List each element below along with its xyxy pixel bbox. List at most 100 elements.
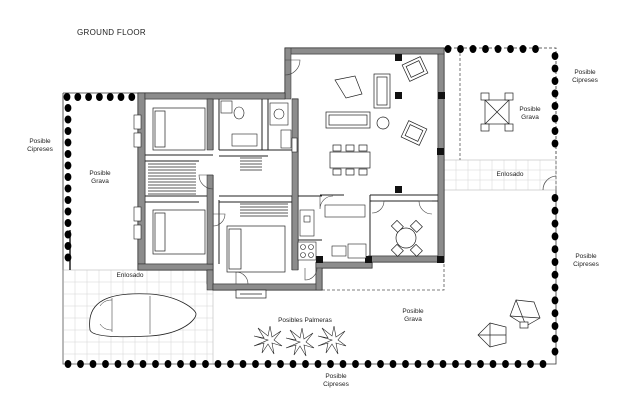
cypress-tree — [364, 360, 372, 368]
gate-arc — [542, 175, 557, 191]
cypress-tree — [64, 161, 72, 170]
cypress-tree — [452, 360, 459, 368]
beds — [152, 107, 286, 273]
kitchen-units — [297, 204, 367, 261]
cypress-tree — [339, 360, 347, 368]
cypress-tree — [532, 45, 539, 53]
cypress-tree — [64, 230, 72, 239]
cypress-tree — [551, 347, 559, 356]
door-swings — [198, 59, 433, 285]
cypress-tree — [551, 89, 559, 98]
cypress-tree — [477, 360, 484, 368]
cypress-tree — [551, 270, 559, 279]
cypress-tree — [389, 360, 397, 368]
cypress-tree — [277, 360, 284, 368]
column-posts — [316, 54, 445, 263]
cypress-tree — [551, 77, 559, 85]
cypress-tree — [457, 45, 464, 53]
cypress-tree — [252, 360, 259, 368]
cypress-tree — [551, 194, 559, 202]
cypress-tree — [74, 93, 82, 101]
cypress-tree — [489, 360, 497, 368]
cypress-tree — [327, 360, 334, 368]
cypress-tree — [551, 219, 559, 228]
side-cabinets — [133, 114, 142, 240]
cypress-tree — [128, 93, 136, 101]
cypress-tree — [64, 138, 72, 147]
cypress-tree — [551, 64, 559, 73]
cypress-tree — [507, 45, 514, 53]
terrace-dashed-line — [322, 190, 445, 291]
cypress-tree — [64, 150, 72, 158]
cypress-tree — [402, 360, 409, 368]
label-enlosado-right: Enlosado — [496, 171, 524, 178]
cypress-tree — [551, 127, 559, 135]
cypress-tree — [439, 360, 447, 368]
cypress-tree — [96, 93, 103, 101]
cypress-tree — [77, 360, 84, 368]
cypress-tree — [152, 360, 159, 368]
cypress-tree — [239, 360, 247, 368]
cypress-tree — [64, 115, 72, 124]
cypress-tree — [519, 45, 527, 53]
cypress-tree — [377, 360, 384, 368]
cypress-tree — [551, 309, 559, 318]
cypress-trees — [63, 45, 559, 368]
cypress-tree — [551, 232, 559, 241]
enlosado-right-tiles — [444, 160, 556, 190]
cypress-tree — [64, 253, 72, 262]
cypress-tree — [89, 360, 97, 368]
car — [89, 293, 197, 338]
cypress-tree — [527, 360, 534, 368]
cypress-tree — [551, 245, 559, 254]
cypress-tree — [551, 114, 559, 123]
cypress-tree — [289, 360, 297, 368]
cypress-tree — [214, 360, 222, 368]
cypress-tree — [264, 360, 272, 368]
cypress-tree — [551, 206, 559, 215]
cypress-tree — [64, 196, 72, 204]
cypress-tree — [227, 360, 234, 368]
cypress-tree — [64, 184, 72, 193]
cypress-tree — [551, 258, 559, 266]
cypress-tree — [352, 360, 359, 368]
cypress-tree — [551, 139, 559, 148]
cypress-tree — [494, 45, 502, 53]
cypress-tree — [551, 296, 559, 305]
cypress-tree — [551, 334, 559, 343]
cypress-tree — [469, 45, 477, 53]
cypress-tree — [64, 207, 72, 216]
cypress-tree — [502, 360, 509, 368]
cypress-tree — [117, 93, 125, 101]
cypress-tree — [102, 360, 109, 368]
cypress-tree — [127, 360, 134, 368]
cypress-tree — [139, 360, 147, 368]
garden-table — [480, 92, 514, 132]
cypress-tree — [64, 104, 72, 112]
cypress-tree — [464, 360, 472, 368]
stair-hatch — [148, 157, 288, 217]
dining-table — [329, 144, 371, 176]
palms — [253, 325, 347, 357]
cypress-tree — [64, 127, 72, 135]
cypress-tree — [414, 360, 422, 368]
cypress-tree — [551, 52, 559, 60]
cypress-tree — [551, 102, 559, 110]
cypress-tree — [482, 45, 489, 53]
entrance-gate — [235, 289, 267, 299]
cypress-tree — [202, 360, 209, 368]
cypress-tree — [114, 360, 122, 368]
cypress-tree — [63, 93, 71, 101]
cypress-tree — [444, 45, 452, 53]
cypress-tree — [106, 93, 114, 101]
plan-title: GROUND FLOOR — [77, 28, 146, 37]
porch-armchairs — [400, 56, 429, 146]
